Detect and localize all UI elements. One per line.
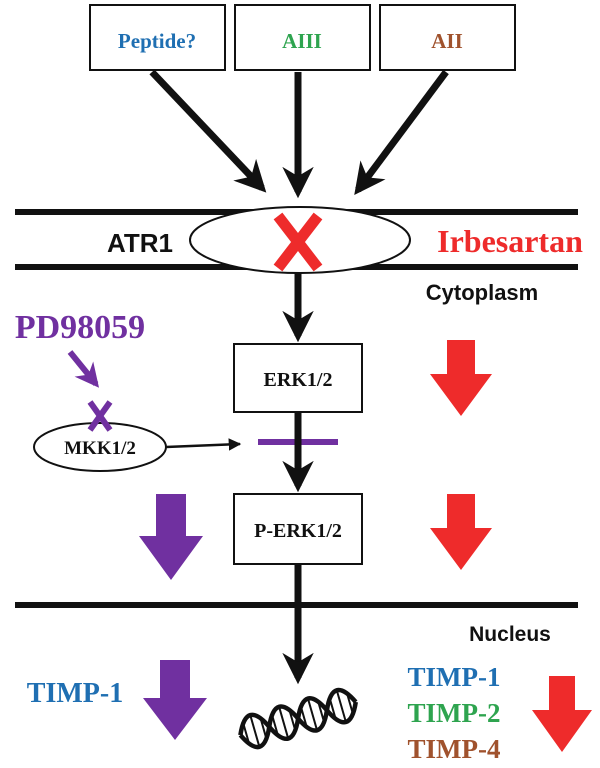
timp-right-4-label: TIMP-4: [408, 734, 501, 764]
ligand-label-aiii: AIII: [282, 29, 322, 53]
timp-left-label: TIMP-1: [27, 678, 123, 709]
down-arrow-icon: [430, 340, 492, 416]
pd98059-label: PD98059: [15, 309, 145, 346]
ligand-box-peptide: Peptide?: [89, 4, 226, 71]
x-block-icon: [273, 212, 323, 272]
arrow-aii-to-receptor: [354, 69, 449, 196]
down-arrow-icon: [143, 660, 207, 740]
perk-label: P-ERK1/2: [254, 520, 342, 542]
x-block-icon: [87, 400, 113, 432]
down-arrow-icon: [532, 676, 592, 752]
ligand-label-peptide: Peptide?: [118, 29, 196, 53]
timp-right-1-label: TIMP-1: [408, 662, 501, 692]
ligand-box-aii: AII: [379, 4, 516, 71]
mkk-label: MKK1/2: [64, 438, 136, 459]
arrow-mkk-to-pathway: [165, 438, 242, 451]
down-arrow-icon: [139, 494, 203, 580]
irbesartan-label: Irbesartan: [437, 223, 583, 259]
erk-label: ERK1/2: [264, 369, 333, 391]
down-arrow-icon: [430, 494, 492, 570]
perk-box: P-ERK1/2: [233, 493, 363, 565]
erk-box: ERK1/2: [233, 343, 363, 413]
receptor-label: ATR1: [107, 228, 173, 258]
arrow-pd98059-to-mkk: [67, 350, 100, 388]
ligand-box-aiii: AIII: [234, 4, 371, 71]
ligand-label-aii: AII: [431, 29, 463, 53]
timp-right-2-label: TIMP-2: [408, 698, 501, 728]
arrow-peptide-to-receptor: [149, 69, 267, 193]
cytoplasm-label: Cytoplasm: [426, 280, 538, 305]
nucleus-label: Nucleus: [469, 623, 551, 646]
dna-helix-icon: [238, 687, 358, 750]
